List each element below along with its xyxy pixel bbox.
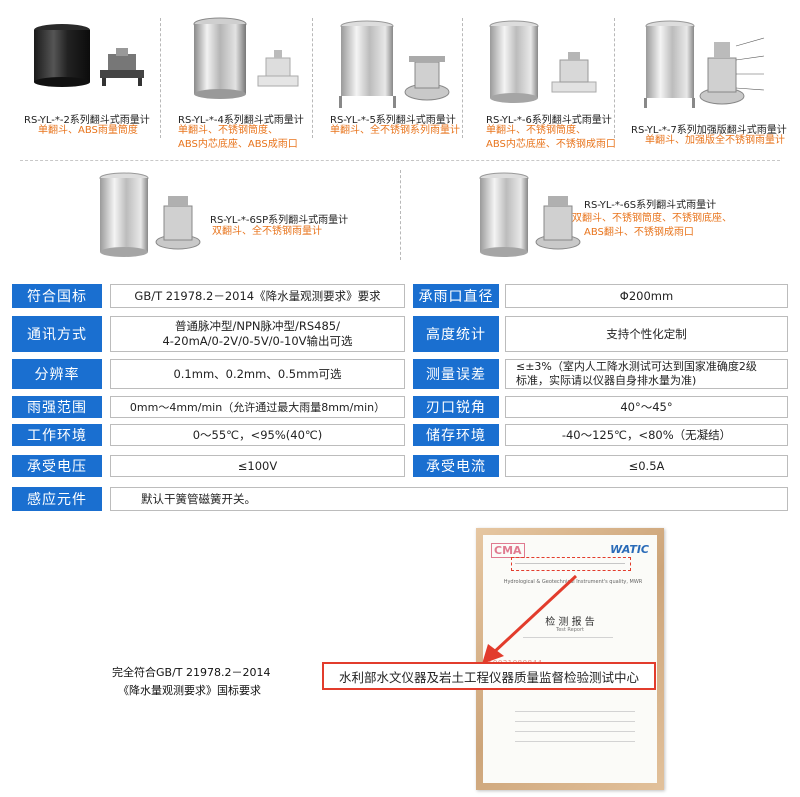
- product-features: 单翻斗、不锈钢筒度、: [486, 125, 586, 136]
- spec-value-line: 4-20mA/0-2V/0-5V/0-10V输出可选: [162, 334, 353, 348]
- product-model: RS-YL-*-2系列翻斗式雨量计: [24, 115, 150, 126]
- spec-value-line: 标准，实际请以仪器自身排水量为准): [516, 374, 697, 387]
- spec-label-voltage: 承受电压: [12, 455, 102, 477]
- certificate-frame: CMA WATIC Hydrological & Geotechnical In…: [476, 528, 664, 790]
- gallery-divider: [462, 18, 463, 138]
- org-english: Hydrological & Geotechnical Instrument's…: [503, 579, 643, 585]
- pointer-arrow-icon: [482, 574, 578, 664]
- product-features: 双翻斗、全不锈钢雨量计: [212, 226, 322, 237]
- report-subtitle: Test Report: [555, 627, 584, 633]
- product-features: ABS翻斗、不锈钢成雨口: [584, 227, 694, 238]
- text-line: [515, 711, 635, 712]
- certificate-paper: CMA WATIC Hydrological & Geotechnical In…: [483, 535, 657, 783]
- compliance-text: 《降水量观测要求》国标要求: [118, 684, 261, 697]
- gallery-divider: [312, 18, 313, 138]
- gallery-divider: [20, 160, 780, 161]
- rain-gauge-image: [99, 172, 201, 257]
- spec-label-orifice: 承雨口直径: [413, 284, 499, 308]
- product-model: RS-YL-*-6SP系列翻斗式雨量计: [210, 215, 349, 226]
- product-model: RS-YL-*-7系列加强版翻斗式雨量计: [631, 125, 787, 136]
- spec-label-edge: 刃口锐角: [413, 396, 499, 418]
- rain-gauge-image: [479, 172, 581, 257]
- text-line: [515, 731, 635, 732]
- rain-gauge-image: [193, 17, 299, 99]
- spec-label-current: 承受电流: [413, 455, 499, 477]
- spec-value-output: 普通脉冲型/NPN脉冲型/RS485/ 4-20mA/0-2V/0-5V/0-1…: [110, 316, 405, 352]
- spec-label-standard: 符合国标: [12, 284, 102, 308]
- product-features: 单翻斗、加强版全不锈钢雨量计: [645, 135, 785, 146]
- highlight-box: [511, 557, 631, 571]
- spec-label-intensity: 雨强范围: [12, 396, 102, 418]
- brand-logo: WATIC: [610, 543, 649, 556]
- compliance-text: 完全符合GB/T 21978.2－2014: [112, 666, 271, 679]
- report-title: 检 测 报 告: [545, 617, 595, 628]
- rain-gauge-image: [644, 20, 765, 108]
- spec-label-storage-env: 储存环境: [413, 424, 499, 446]
- spec-value-edge: 40°～45°: [505, 396, 788, 418]
- text-line: [523, 637, 613, 638]
- product-features: ABS内芯底座、不锈钢成雨口: [486, 139, 616, 150]
- product-features: 双翻斗、不锈钢筒度、不锈钢底座、: [572, 213, 732, 224]
- spec-label-output: 通讯方式: [12, 316, 102, 352]
- spec-value-line: 普通脉冲型/NPN脉冲型/RS485/: [174, 319, 340, 333]
- spec-value-error: ≤±3%（室内人工降水测试可达到国家准确度2级 标准，实际请以仪器自身排水量为准…: [505, 359, 788, 389]
- text-line: [515, 741, 635, 742]
- product-features: ABS内芯底座、ABS成雨口: [178, 139, 298, 150]
- spec-label-resolution: 分辨率: [12, 359, 102, 389]
- gallery-divider: [160, 18, 161, 138]
- testing-center-callout: 水利部水文仪器及岩土工程仪器质量监督检验测试中心: [322, 662, 656, 690]
- product-model: RS-YL-*-4系列翻斗式雨量计: [178, 115, 304, 126]
- product-model: RS-YL-*-5系列翻斗式雨量计: [330, 115, 456, 126]
- spec-value-sensor: 默认干簧管磁簧开关。: [110, 487, 788, 511]
- text-line: [515, 563, 625, 564]
- gallery-divider: [400, 170, 401, 260]
- rain-gauge-image: [489, 20, 597, 103]
- product-model: RS-YL-*-6S系列翻斗式雨量计: [584, 200, 717, 211]
- spec-label-error: 测量误差: [413, 359, 499, 389]
- spec-label-height: 高度统计: [413, 316, 499, 352]
- rain-gauge-image: [34, 24, 144, 87]
- text-line: [515, 721, 635, 722]
- cma-mark: CMA: [491, 543, 525, 558]
- spec-value-standard: GB/T 21978.2－2014《降水量观测要求》要求: [110, 284, 405, 308]
- spec-value-resolution: 0.1mm、0.2mm、0.5mm可选: [110, 359, 405, 389]
- spec-label-work-env: 工作环境: [12, 424, 102, 446]
- rain-gauge-image: [339, 20, 450, 108]
- product-features: 单翻斗、ABS雨量筒度: [38, 125, 138, 136]
- product-model: RS-YL-*-6系列翻斗式雨量计: [486, 115, 612, 126]
- spec-label-sensor: 感应元件: [12, 487, 102, 511]
- spec-value-current: ≤0.5A: [505, 455, 788, 477]
- spec-value-line: ≤±3%（室内人工降水测试可达到国家准确度2级: [516, 360, 757, 373]
- spec-value-work-env: 0～55℃，<95%(40℃): [110, 424, 405, 446]
- spec-value-orifice: Φ200mm: [505, 284, 788, 308]
- spec-value-intensity: 0mm～4mm/min（允许通过最大雨量8mm/min）: [110, 396, 405, 418]
- product-features: 单翻斗、全不锈钢系列雨量计: [330, 125, 460, 136]
- spec-value-storage-env: -40～125℃，<80%（无凝结）: [505, 424, 788, 446]
- gallery-divider: [614, 18, 615, 138]
- spec-value-voltage: ≤100V: [110, 455, 405, 477]
- product-features: 单翻斗、不锈钢筒度、: [178, 125, 278, 136]
- spec-value-height: 支持个性化定制: [505, 316, 788, 352]
